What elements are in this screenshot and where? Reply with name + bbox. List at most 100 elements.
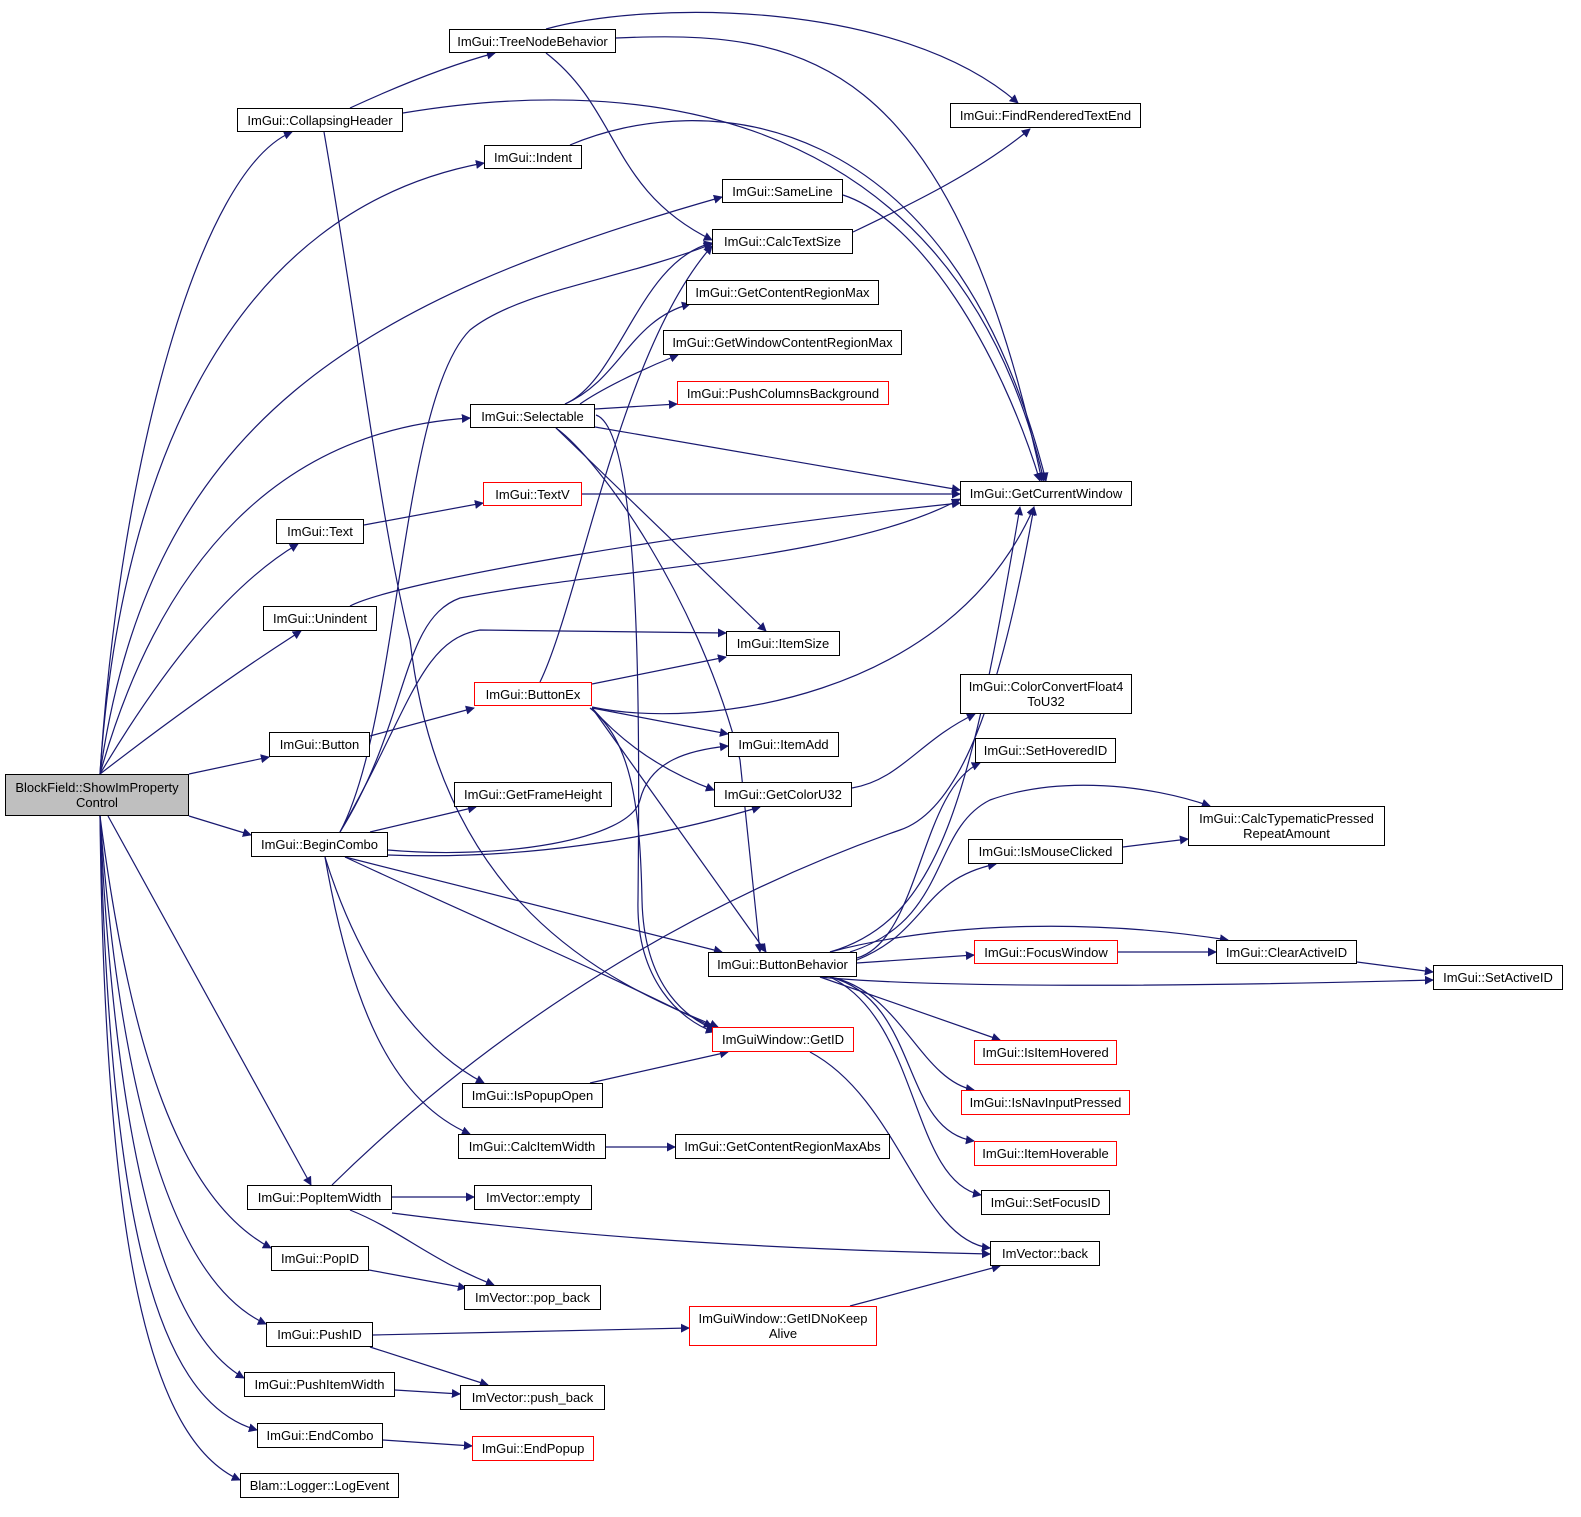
edge-popitemw-vecpopback — [349, 1209, 495, 1287]
node-button[interactable]: ImGui::Button — [269, 732, 370, 757]
edge-endcombo-endpopup — [382, 1439, 473, 1450]
edge-begincombo-getcolor — [387, 805, 761, 857]
edge-root-popitemw — [107, 815, 312, 1186]
edge-begincombo-calcitemw — [324, 856, 471, 1135]
node-begin-combo[interactable]: ImGui::BeginCombo — [251, 832, 388, 857]
edge-begincombo-buttonbehavior — [344, 856, 723, 955]
edge-buttonex-itemsize — [591, 654, 727, 685]
edge-buttonbehavior-sethovered — [856, 762, 981, 959]
edge-buttonex-buttonbehavior — [591, 707, 767, 953]
edge-unindent-getcurwin — [349, 499, 961, 607]
edge-buttonbehavior-ismouseclicked — [856, 861, 997, 961]
node-item-size[interactable]: ImGui::ItemSize — [726, 631, 840, 656]
node-find-rendered-text-end[interactable]: ImGui::FindRenderedTextEnd — [950, 103, 1141, 128]
node-set-focus-id[interactable]: ImGui::SetFocusID — [981, 1190, 1110, 1215]
node-logger-log-event[interactable]: Blam::Logger::LogEvent — [240, 1473, 399, 1498]
node-unindent[interactable]: ImGui::Unindent — [263, 606, 377, 631]
node-calc-typematic-pressed-repeat-amount[interactable]: ImGui::CalcTypematicPressed RepeatAmount — [1188, 806, 1385, 846]
edge-begincombo-getframeh — [369, 804, 477, 833]
node-push-item-width[interactable]: ImGui::PushItemWidth — [244, 1372, 395, 1397]
edge-pushid-vecpushback — [369, 1346, 489, 1387]
node-push-id[interactable]: ImGui::PushID — [266, 1322, 373, 1347]
node-get-current-window[interactable]: ImGui::GetCurrentWindow — [960, 481, 1132, 506]
edge-root-text — [99, 543, 299, 775]
edge-root-popid — [99, 815, 272, 1249]
edge-pushid-getidnokeep — [372, 1323, 690, 1336]
edge-root-endcombo — [99, 815, 258, 1433]
node-root-blockfield-showimpropertycontrol: BlockField::ShowImProperty Control — [5, 774, 189, 816]
node-imvector-push-back[interactable]: ImVector::push_back — [460, 1385, 605, 1410]
node-button-behavior[interactable]: ImGui::ButtonBehavior — [708, 952, 857, 977]
edge-buttonbehavior-isitemhovered — [819, 976, 1001, 1042]
edge-treenode-findend — [545, 11, 1019, 104]
node-calc-item-width[interactable]: ImGui::CalcItemWidth — [458, 1134, 606, 1159]
node-text[interactable]: ImGui::Text — [276, 519, 364, 544]
edge-popid-vecpopback — [368, 1269, 467, 1291]
node-is-item-hovered[interactable]: ImGui::IsItemHovered — [974, 1040, 1117, 1065]
node-is-nav-input-pressed[interactable]: ImGui::IsNavInputPressed — [961, 1090, 1130, 1115]
edge-popitemw-vecback — [391, 1212, 991, 1259]
node-item-add[interactable]: ImGui::ItemAdd — [728, 732, 839, 757]
edge-begincombo-getid — [344, 856, 713, 1028]
edge-root-collapsing — [99, 130, 293, 775]
edge-collapsing-treenode — [349, 50, 496, 109]
edge-buttonbehavior-getcurwin — [829, 506, 1024, 953]
node-is-mouse-clicked[interactable]: ImGui::IsMouseClicked — [968, 839, 1123, 864]
node-pop-item-width[interactable]: ImGui::PopItemWidth — [247, 1185, 392, 1210]
edge-selectable-getwcrmax — [579, 353, 679, 405]
node-is-popup-open[interactable]: ImGui::IsPopupOpen — [462, 1083, 603, 1108]
node-get-content-region-max-abs[interactable]: ImGui::GetContentRegionMaxAbs — [675, 1134, 890, 1159]
node-selectable[interactable]: ImGui::Selectable — [470, 404, 595, 428]
node-set-active-id[interactable]: ImGui::SetActiveID — [1433, 965, 1563, 990]
edge-selectable-getcurwin — [594, 426, 961, 494]
node-button-ex[interactable]: ImGui::ButtonEx — [474, 682, 592, 706]
edge-text-textv — [363, 500, 484, 526]
node-get-window-content-region-max[interactable]: ImGui::GetWindowContentRegionMax — [663, 330, 902, 355]
edge-buttonex-calctext — [539, 245, 713, 683]
edge-ispopupopen-getid — [589, 1049, 729, 1084]
edge-root-begincombo — [188, 815, 252, 837]
edge-root-pushid — [99, 815, 267, 1325]
edge-begincombo-getcurwin — [339, 498, 961, 833]
edge-treenode-getcurwin — [615, 36, 1045, 482]
edge-sameline-getcurwin — [842, 194, 1042, 482]
edge-root-button — [188, 754, 270, 775]
node-imvector-back[interactable]: ImVector::back — [990, 1241, 1100, 1266]
node-end-combo[interactable]: ImGui::EndCombo — [257, 1423, 383, 1448]
edge-buttonbehavior-calctypematic — [849, 784, 1211, 953]
node-collapsing-header[interactable]: ImGui::CollapsingHeader — [237, 108, 403, 132]
edge-root-sameline — [99, 194, 723, 775]
node-imguiwindow-get-id[interactable]: ImGuiWindow::GetID — [712, 1027, 854, 1052]
node-indent[interactable]: ImGui::Indent — [484, 145, 582, 169]
node-text-v[interactable]: ImGui::TextV — [483, 482, 582, 506]
node-get-content-region-max[interactable]: ImGui::GetContentRegionMax — [686, 280, 879, 305]
node-same-line[interactable]: ImGui::SameLine — [722, 179, 843, 203]
node-clear-active-id[interactable]: ImGui::ClearActiveID — [1216, 940, 1357, 964]
node-calc-text-size[interactable]: ImGui::CalcTextSize — [712, 229, 853, 254]
node-imguiwindow-get-id-no-keep-alive[interactable]: ImGuiWindow::GetIDNoKeep Alive — [689, 1306, 877, 1346]
node-imvector-empty[interactable]: ImVector::empty — [474, 1185, 592, 1210]
edge-ismouseclicked-calctypematic — [1122, 835, 1189, 848]
node-pop-id[interactable]: ImGui::PopID — [271, 1246, 369, 1271]
edge-buttonex-getcurwin — [591, 506, 1035, 715]
node-color-convert-float4-to-u32[interactable]: ImGui::ColorConvertFloat4 ToU32 — [960, 674, 1132, 714]
node-focus-window[interactable]: ImGui::FocusWindow — [974, 940, 1118, 964]
node-item-hoverable[interactable]: ImGui::ItemHoverable — [974, 1141, 1117, 1166]
edge-selectable-getcrmax — [564, 301, 691, 405]
node-get-color-u32[interactable]: ImGui::GetColorU32 — [714, 782, 852, 807]
node-end-popup[interactable]: ImGui::EndPopup — [472, 1436, 594, 1461]
edge-pushitemw-vecpushback — [394, 1389, 461, 1398]
node-get-frame-height[interactable]: ImGui::GetFrameHeight — [454, 782, 612, 807]
node-push-columns-background[interactable]: ImGui::PushColumnsBackground — [677, 381, 889, 405]
edge-root-selectable — [99, 414, 471, 775]
edge-selectable-buttonbehavior — [555, 427, 764, 953]
edge-begincombo-itemadd — [387, 742, 729, 854]
edge-buttonbehavior-isnavinput — [829, 976, 975, 1093]
node-imvector-pop-back[interactable]: ImVector::pop_back — [464, 1285, 601, 1310]
node-set-hovered-id[interactable]: ImGui::SetHoveredID — [975, 738, 1116, 763]
edge-selectable-pushcolbg — [594, 400, 678, 410]
edge-begincombo-ispopupopen — [324, 856, 485, 1084]
node-tree-node-behavior[interactable]: ImGui::TreeNodeBehavior — [449, 29, 616, 53]
